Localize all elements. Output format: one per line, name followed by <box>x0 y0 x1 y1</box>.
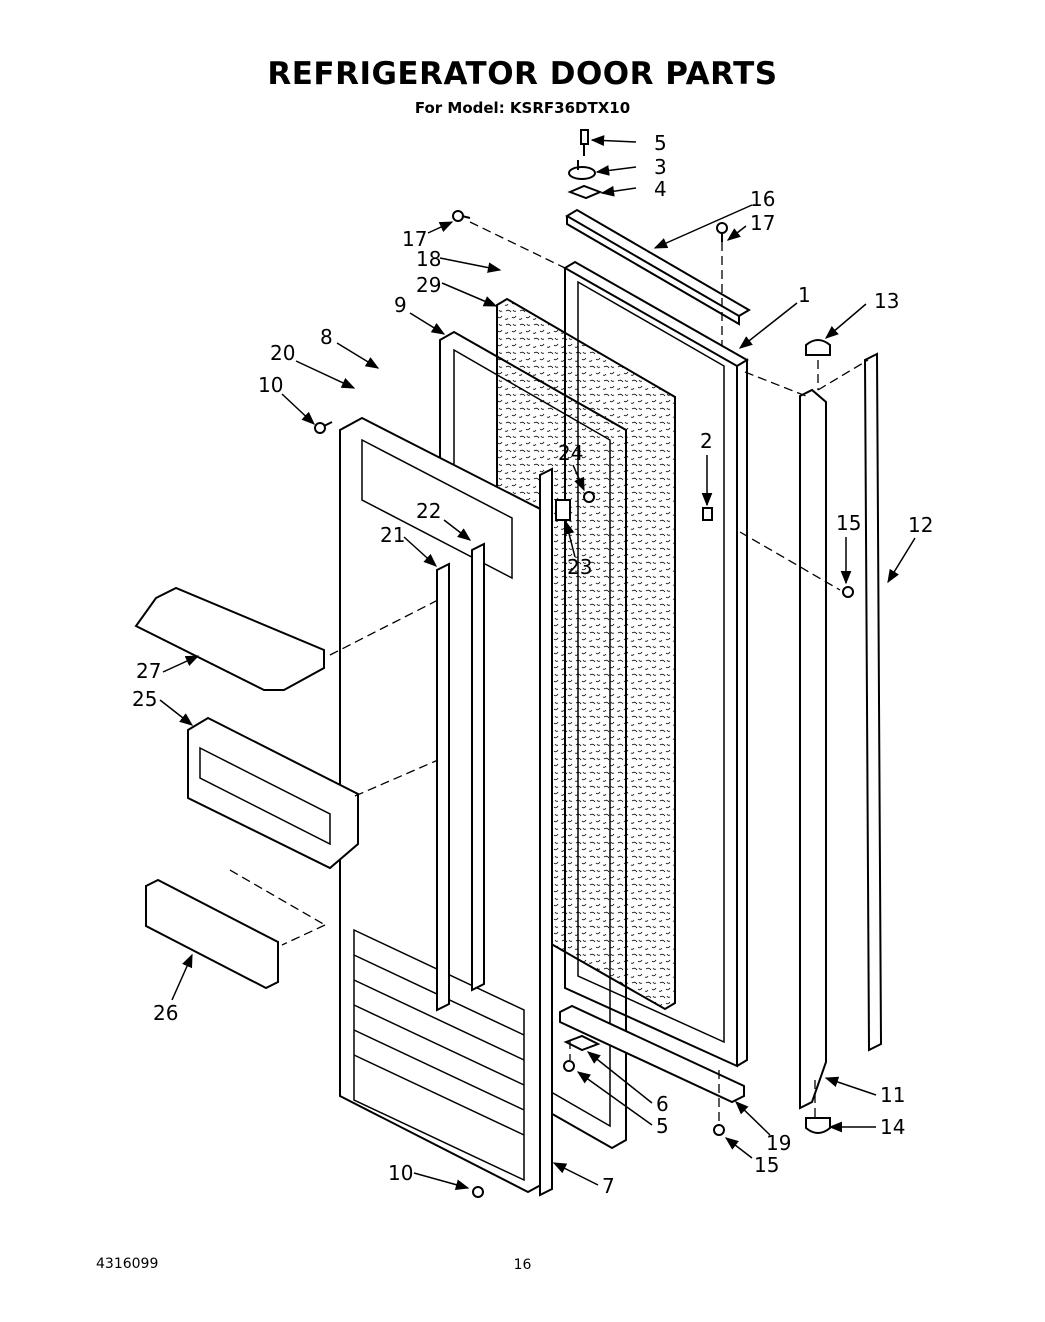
callout-1: 1 <box>798 283 811 307</box>
callout-21: 21 <box>380 523 405 547</box>
callout-7: 7 <box>602 1174 615 1198</box>
callout-16: 16 <box>750 187 775 211</box>
callout-14: 14 <box>880 1115 905 1139</box>
screw-17-left <box>452 210 471 222</box>
callout-9: 9 <box>394 293 407 317</box>
callout-5-lower: 5 <box>656 1114 669 1138</box>
shelf-retainer-bar-22 <box>471 542 485 992</box>
callout-26: 26 <box>153 1001 178 1025</box>
door-handle <box>863 352 883 1052</box>
handle-bracket <box>555 499 571 521</box>
door-bin <box>134 586 325 691</box>
shelf-retainer-bar-21 <box>436 562 450 1012</box>
handle-end-cap-bottom <box>805 1117 831 1134</box>
bottom-hinge <box>563 1034 601 1052</box>
callout-12: 12 <box>908 513 933 537</box>
screw-10-lower <box>472 1186 484 1198</box>
door-gasket <box>539 467 553 1197</box>
assembly-lines <box>229 221 869 1125</box>
callout-11: 11 <box>880 1083 905 1107</box>
page-title: REFRIGERATOR DOOR PARTS <box>267 56 778 92</box>
model-subtitle: For Model: KSRF36DTX10 <box>414 99 631 117</box>
callout-17-right: 17 <box>750 211 775 235</box>
page-number: 16 <box>513 1257 532 1273</box>
screw-24 <box>583 491 595 503</box>
callout-25: 25 <box>132 687 157 711</box>
screw-5-lower <box>563 1060 575 1072</box>
bin-front-cover <box>145 878 279 990</box>
screw-15-upper <box>842 586 854 598</box>
callout-10-lower: 10 <box>388 1161 413 1185</box>
callout-24: 24 <box>558 441 583 465</box>
callout-2: 2 <box>700 429 713 453</box>
callout-8: 8 <box>320 325 333 349</box>
callout-4: 4 <box>654 177 667 201</box>
callout-17-left: 17 <box>402 227 427 251</box>
handle-end-cap-top <box>805 339 831 356</box>
callout-15-lower: 15 <box>754 1153 779 1177</box>
callout-3: 3 <box>654 155 667 179</box>
top-trim-strip <box>565 208 751 326</box>
screw-17-right <box>716 222 728 242</box>
callout-6: 6 <box>656 1092 669 1116</box>
callout-10-upper: 10 <box>258 373 283 397</box>
callout-5-top: 5 <box>654 131 667 155</box>
hinge-pin <box>568 160 596 180</box>
hinge-plate <box>567 184 603 200</box>
screw-10-upper <box>314 421 333 434</box>
callout-13: 13 <box>874 289 899 313</box>
side-trim <box>799 388 827 1110</box>
screw-15-lower <box>713 1124 725 1136</box>
callout-29: 29 <box>416 273 441 297</box>
top-hinge-screw <box>580 129 589 156</box>
document-code: 4316099 <box>96 1256 159 1272</box>
lower-louver-panel <box>353 928 525 1182</box>
door-stop <box>702 507 713 521</box>
bottom-trim-strip <box>559 1004 745 1104</box>
deep-door-bin <box>187 716 359 870</box>
callout-23: 23 <box>567 555 592 579</box>
callout-20: 20 <box>270 341 295 365</box>
callout-15-upper: 15 <box>836 511 861 535</box>
callout-19: 19 <box>766 1131 791 1155</box>
callout-22: 22 <box>416 499 441 523</box>
callout-27: 27 <box>136 659 161 683</box>
callout-18: 18 <box>416 247 441 271</box>
